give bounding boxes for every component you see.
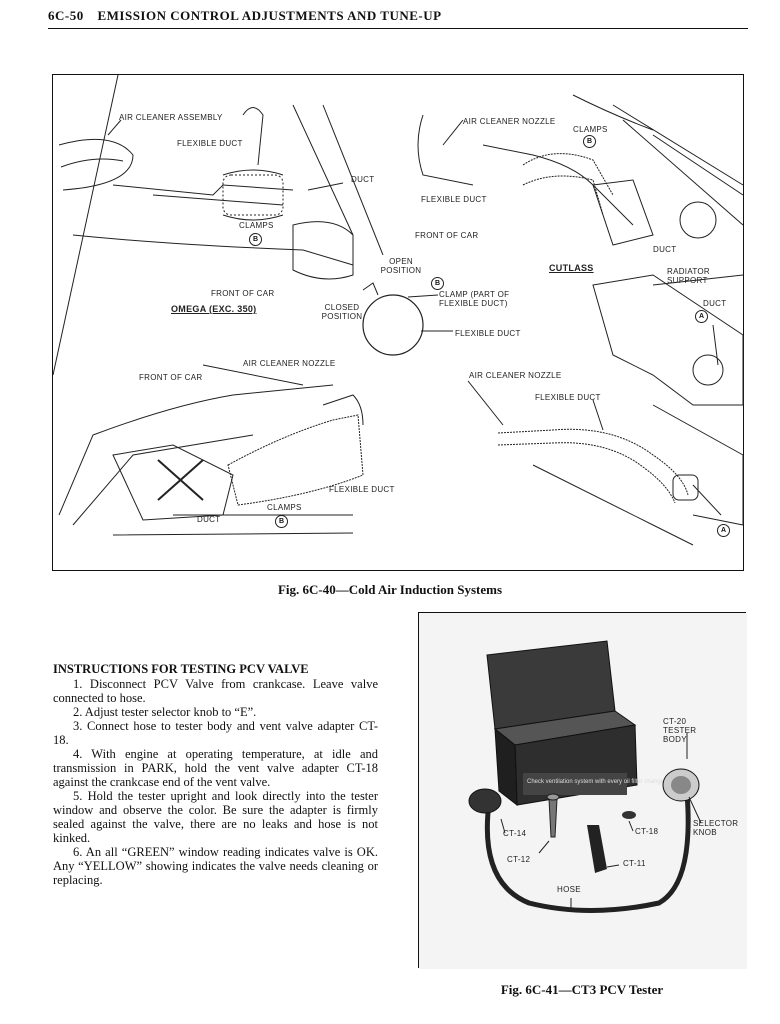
label-flexible-duct-bl: FLEXIBLE DUCT bbox=[329, 485, 395, 494]
label-cutlass: CUTLASS bbox=[549, 263, 594, 273]
label-air-cleaner-nozzle-tr: AIR CLEANER NOZZLE bbox=[463, 117, 556, 126]
instruction-step: 2. Adjust tester selector knob to “E”. bbox=[73, 705, 257, 719]
circle-b-mid: B bbox=[431, 277, 444, 290]
instruction-step: 5. Hold the tester upright and look dire… bbox=[53, 789, 378, 845]
instruction-step: 3. Connect hose to tester body and vent … bbox=[53, 719, 378, 747]
label-flexible-duct-tl: FLEXIBLE DUCT bbox=[177, 139, 243, 148]
label-air-cleaner-nozzle-br: AIR CLEANER NOZZLE bbox=[469, 371, 562, 380]
circle-b-tl: B bbox=[249, 233, 262, 246]
pcv-instructions: INSTRUCTIONS FOR TESTING PCV VALVE 1. Di… bbox=[53, 662, 378, 887]
label-open-position: OPEN POSITION bbox=[380, 257, 422, 275]
label-duct-tr: DUCT bbox=[653, 245, 677, 254]
circle-b-bl: B bbox=[275, 515, 288, 528]
label-ct11: CT-11 bbox=[623, 859, 646, 868]
instruction-step: 1. Disconnect PCV Valve from crankcase. … bbox=[53, 677, 378, 705]
instruction-step: 6. An all “GREEN” window reading indicat… bbox=[53, 845, 378, 887]
label-hose: HOSE bbox=[557, 885, 581, 894]
page-header: 6C-50 EMISSION CONTROL ADJUSTMENTS AND T… bbox=[48, 8, 748, 24]
label-ct20-tester-body: CT-20 TESTER BODY bbox=[663, 717, 697, 744]
header-rule bbox=[48, 28, 748, 29]
figure-pcv-tester: Check ventilation system with every oil … bbox=[418, 612, 747, 969]
label-clamps-tr: CLAMPS bbox=[573, 125, 608, 134]
label-clamps-bl: CLAMPS bbox=[267, 503, 302, 512]
instructions-title: INSTRUCTIONS FOR TESTING PCV VALVE bbox=[53, 662, 309, 676]
label-flexible-duct-mid: FLEXIBLE DUCT bbox=[455, 329, 521, 338]
circle-a-rr: A bbox=[695, 310, 708, 323]
label-ct12: CT-12 bbox=[507, 855, 531, 864]
circle-b-tr: B bbox=[583, 135, 596, 148]
label-flexible-duct-tr: FLEXIBLE DUCT bbox=[421, 195, 487, 204]
label-ct14: CT-14 bbox=[503, 829, 527, 838]
label-selector-knob: SELECTOR KNOB bbox=[693, 819, 739, 837]
label-clamp-part: CLAMP (PART OF FLEXIBLE DUCT) bbox=[439, 290, 510, 308]
page-number: 6C-50 bbox=[48, 8, 84, 23]
box-text: Check ventilation system with every oil … bbox=[527, 779, 665, 785]
label-omega: OMEGA (EXC. 350) bbox=[171, 304, 257, 314]
label-clamps-tl: CLAMPS bbox=[239, 221, 274, 230]
label-ct18: CT-18 bbox=[635, 827, 659, 836]
pcv-tester-photo: Check ventilation system with every oil … bbox=[419, 613, 747, 969]
section-title: EMISSION CONTROL ADJUSTMENTS AND TUNE-UP bbox=[97, 8, 442, 23]
label-duct-bl: DUCT bbox=[197, 515, 221, 524]
label-front-of-car-bl: FRONT OF CAR bbox=[139, 373, 203, 382]
label-radiator-support: RADIATOR SUPPORT bbox=[667, 267, 710, 285]
label-duct-rr: DUCT bbox=[703, 299, 727, 308]
label-flexible-duct-br: FLEXIBLE DUCT bbox=[535, 393, 601, 402]
label-closed-position: CLOSED POSITION bbox=[321, 303, 363, 321]
cold-air-illustration bbox=[53, 75, 744, 546]
instruction-step: 4. With engine at operating temperature,… bbox=[53, 747, 378, 789]
label-front-of-car-tl: FRONT OF CAR bbox=[211, 289, 275, 298]
figure2-caption: Fig. 6C-41—CT3 PCV Tester bbox=[500, 982, 664, 997]
figure-cold-air-induction: AIR CLEANER ASSEMBLY FLEXIBLE DUCT DUCT … bbox=[52, 74, 744, 571]
figure1-caption: Fig. 6C-40—Cold Air Induction Systems bbox=[277, 582, 503, 597]
label-air-cleaner-nozzle-bl: AIR CLEANER NOZZLE bbox=[243, 359, 336, 368]
label-air-cleaner-assembly: AIR CLEANER ASSEMBLY bbox=[119, 113, 223, 122]
label-duct-tl: DUCT bbox=[351, 175, 375, 184]
circle-a-br: A bbox=[717, 524, 730, 537]
label-front-of-car-tr: FRONT OF CAR bbox=[415, 231, 479, 240]
